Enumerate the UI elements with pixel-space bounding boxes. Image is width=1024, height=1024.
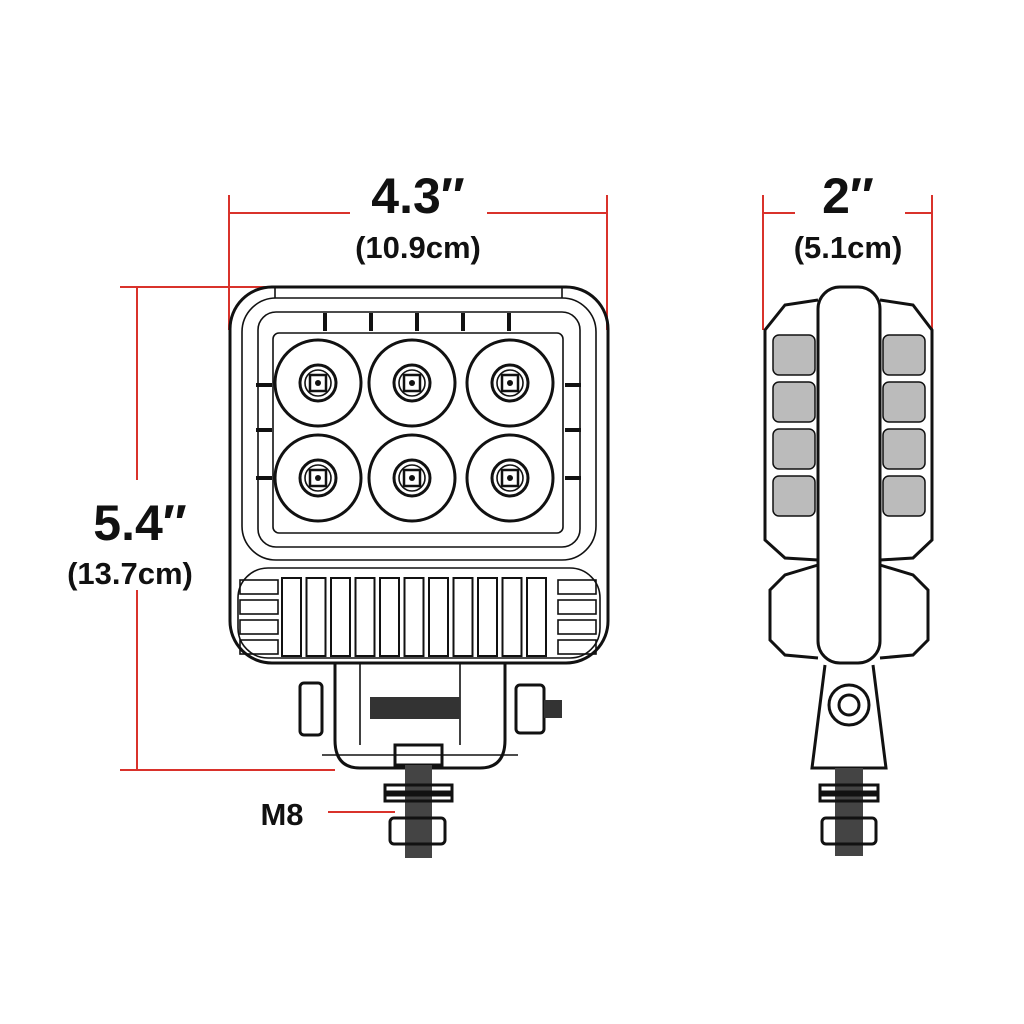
- heatsink-fins: [237, 567, 601, 659]
- depth-cm: (5.1cm): [794, 230, 903, 265]
- led-lens: [465, 433, 555, 523]
- fin: [379, 577, 400, 657]
- fin: [281, 577, 302, 657]
- depth-dimension: [762, 195, 933, 330]
- mounting-bracket: [298, 663, 562, 858]
- height-dimension: [120, 286, 335, 771]
- led-lens: [367, 433, 457, 523]
- fin: [330, 577, 351, 657]
- led-lens: [465, 338, 555, 428]
- width-dimension: [228, 195, 608, 330]
- height-cm: (13.7cm): [67, 556, 193, 591]
- fin: [526, 577, 547, 657]
- fin: [403, 577, 425, 657]
- fin: [428, 577, 449, 657]
- fin: [501, 577, 523, 657]
- front-view: [228, 285, 610, 858]
- led-lens: [273, 338, 363, 428]
- thread-label: M8: [260, 797, 303, 832]
- led-array: [273, 338, 555, 523]
- side-view: [763, 285, 934, 856]
- width-cm: (10.9cm): [355, 230, 481, 265]
- led-lens: [367, 338, 457, 428]
- fin: [354, 577, 376, 657]
- depth-inches: 2″: [822, 168, 874, 224]
- width-inches: 4.3″: [371, 168, 465, 224]
- lens-panel: [272, 332, 564, 534]
- fin: [305, 577, 327, 657]
- fin: [452, 577, 474, 657]
- led-lens: [273, 433, 363, 523]
- fin: [477, 577, 498, 657]
- height-inches: 5.4″: [93, 495, 187, 551]
